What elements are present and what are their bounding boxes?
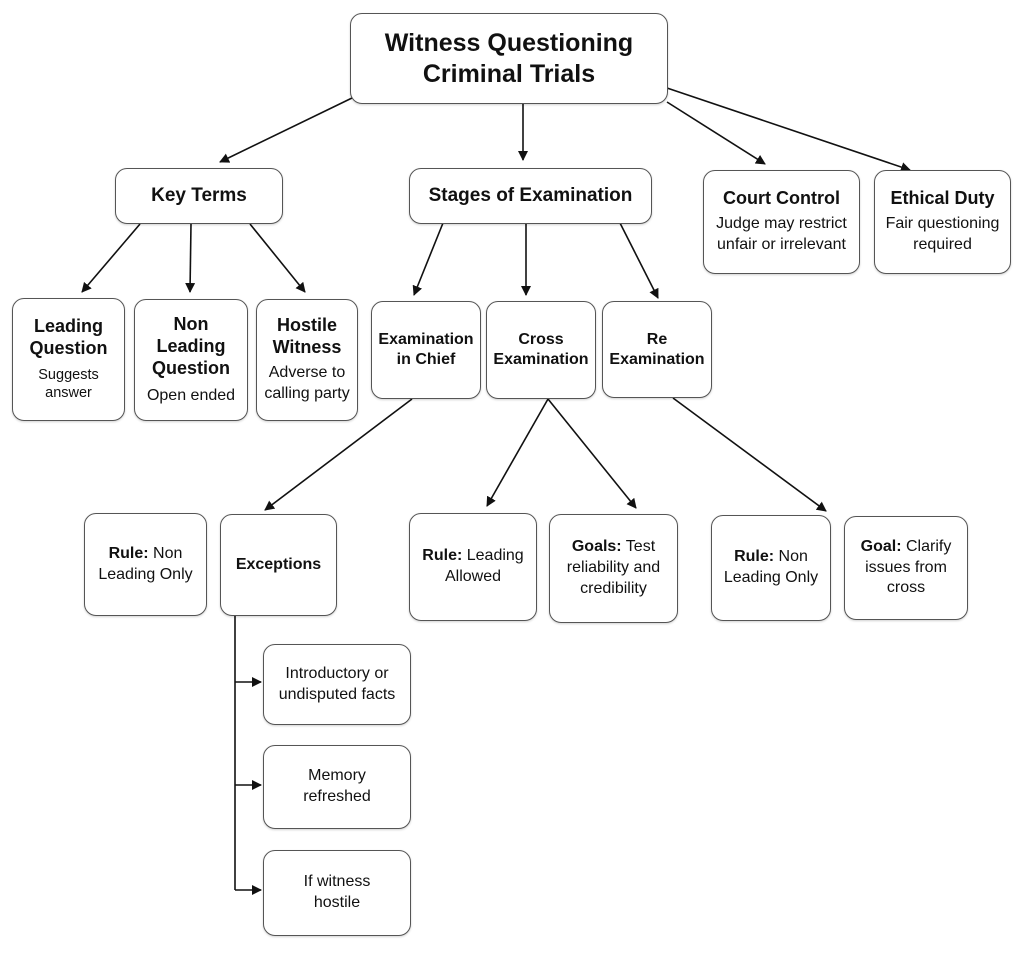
stages-node: Stages of Examination — [409, 168, 652, 224]
re-goal-value: Clarify issues from cross — [865, 537, 952, 597]
cross-goals-value: Test reliability and credibility — [566, 538, 661, 597]
cross-examination-node: Cross Examination — [486, 301, 596, 399]
stages-title: Stages of Examination — [428, 185, 633, 207]
re-examination-title: Re Examination — [609, 330, 705, 368]
exception-item: Memory refreshed — [263, 745, 411, 829]
leading-question-title: Leading Question — [29, 315, 108, 358]
key-terms-title: Key Terms — [151, 185, 247, 207]
court-control-title: Court Control — [723, 188, 840, 209]
exception-item: Introductory or undisputed facts — [263, 644, 411, 725]
edge-cross-rule — [486, 398, 549, 507]
re-goal-node: Goal: Clarify issues from cross — [844, 516, 968, 620]
examination-in-chief-node: Examination in Chief — [371, 301, 481, 399]
key-terms-node: Key Terms — [115, 168, 283, 224]
hostile-witness-title: Hostile Witness — [272, 315, 342, 358]
hostile-witness-desc: Adverse to calling party — [264, 364, 350, 402]
cross-rule-label: Rule: — [422, 547, 463, 565]
re-goal-label: Goal: — [860, 537, 902, 555]
edge-keyterms-leading — [81, 223, 141, 293]
cross-rule-node: Rule: Leading Allowed — [409, 513, 537, 621]
non-leading-question-desc: Open ended — [146, 386, 236, 404]
re-rule-node: Rule: Non Leading Only — [711, 515, 831, 621]
edge-root-keyterms — [219, 97, 353, 163]
ethical-duty-desc: Fair questioning required — [885, 215, 1000, 253]
exception-item: If witness hostile — [263, 850, 411, 936]
re-rule-text: Rule: Non Leading Only — [718, 547, 824, 589]
root-title-line2: Criminal Trials — [422, 59, 596, 88]
non-leading-question-title: Non Leading Question — [151, 313, 230, 378]
chief-rule-text: Rule: Non Leading Only — [91, 544, 200, 586]
edge-chief-exceptions — [264, 398, 413, 511]
cross-examination-title: Cross Examination — [493, 331, 589, 368]
re-rule-value: Non Leading Only — [723, 548, 819, 586]
chief-rule-node: Rule: Non Leading Only — [84, 513, 207, 616]
edge-stages-re — [619, 222, 659, 299]
edge-keyterms-nonleading — [185, 223, 196, 293]
cross-goals-text: Goals: Test reliability and credibility — [556, 537, 671, 599]
leading-question-node: Leading Question Suggests answer — [12, 298, 125, 421]
root-node: Witness Questioning Criminal Trials — [350, 13, 668, 104]
cross-goals-node: Goals: Test reliability and credibility — [549, 514, 678, 623]
chief-rule-value: Non Leading Only — [98, 544, 193, 583]
re-examination-node: Re Examination — [602, 301, 712, 398]
cross-goals-label: Goals: — [571, 538, 622, 556]
hostile-witness-node: Hostile Witness Adverse to calling party — [256, 299, 358, 421]
edge-root-court — [666, 101, 766, 165]
edge-root-ethical — [666, 87, 911, 172]
exception-item-text: If witness hostile — [303, 873, 371, 911]
exception-item-text: Memory refreshed — [303, 767, 371, 805]
edge-cross-goals — [547, 398, 637, 509]
exceptions-node: Exceptions — [220, 514, 337, 616]
court-control-node: Court Control Judge may restrict unfair … — [703, 170, 860, 274]
re-goal-text: Goal: Clarify issues from cross — [851, 537, 961, 599]
cross-rule-text: Rule: Leading Allowed — [416, 546, 530, 588]
court-control-desc: Judge may restrict unfair or irrelevant — [716, 215, 847, 253]
leading-question-desc: Suggests answer — [38, 366, 99, 402]
non-leading-question-node: Non Leading Question Open ended — [134, 299, 248, 421]
examination-in-chief-title: Examination in Chief — [378, 331, 474, 368]
chief-rule-label: Rule: — [108, 544, 149, 562]
edge-re-rule — [672, 397, 827, 512]
edge-keyterms-hostile — [249, 223, 306, 293]
cross-rule-value: Leading Allowed — [444, 547, 524, 585]
exception-item-text: Introductory or undisputed facts — [278, 664, 396, 703]
edge-stages-chief — [412, 222, 444, 296]
re-rule-label: Rule: — [734, 548, 775, 566]
ethical-duty-node: Ethical Duty Fair questioning required — [874, 170, 1011, 274]
exceptions-title: Exceptions — [235, 556, 322, 574]
root-title-line1: Witness Questioning — [384, 29, 634, 57]
ethical-duty-title: Ethical Duty — [890, 188, 995, 209]
